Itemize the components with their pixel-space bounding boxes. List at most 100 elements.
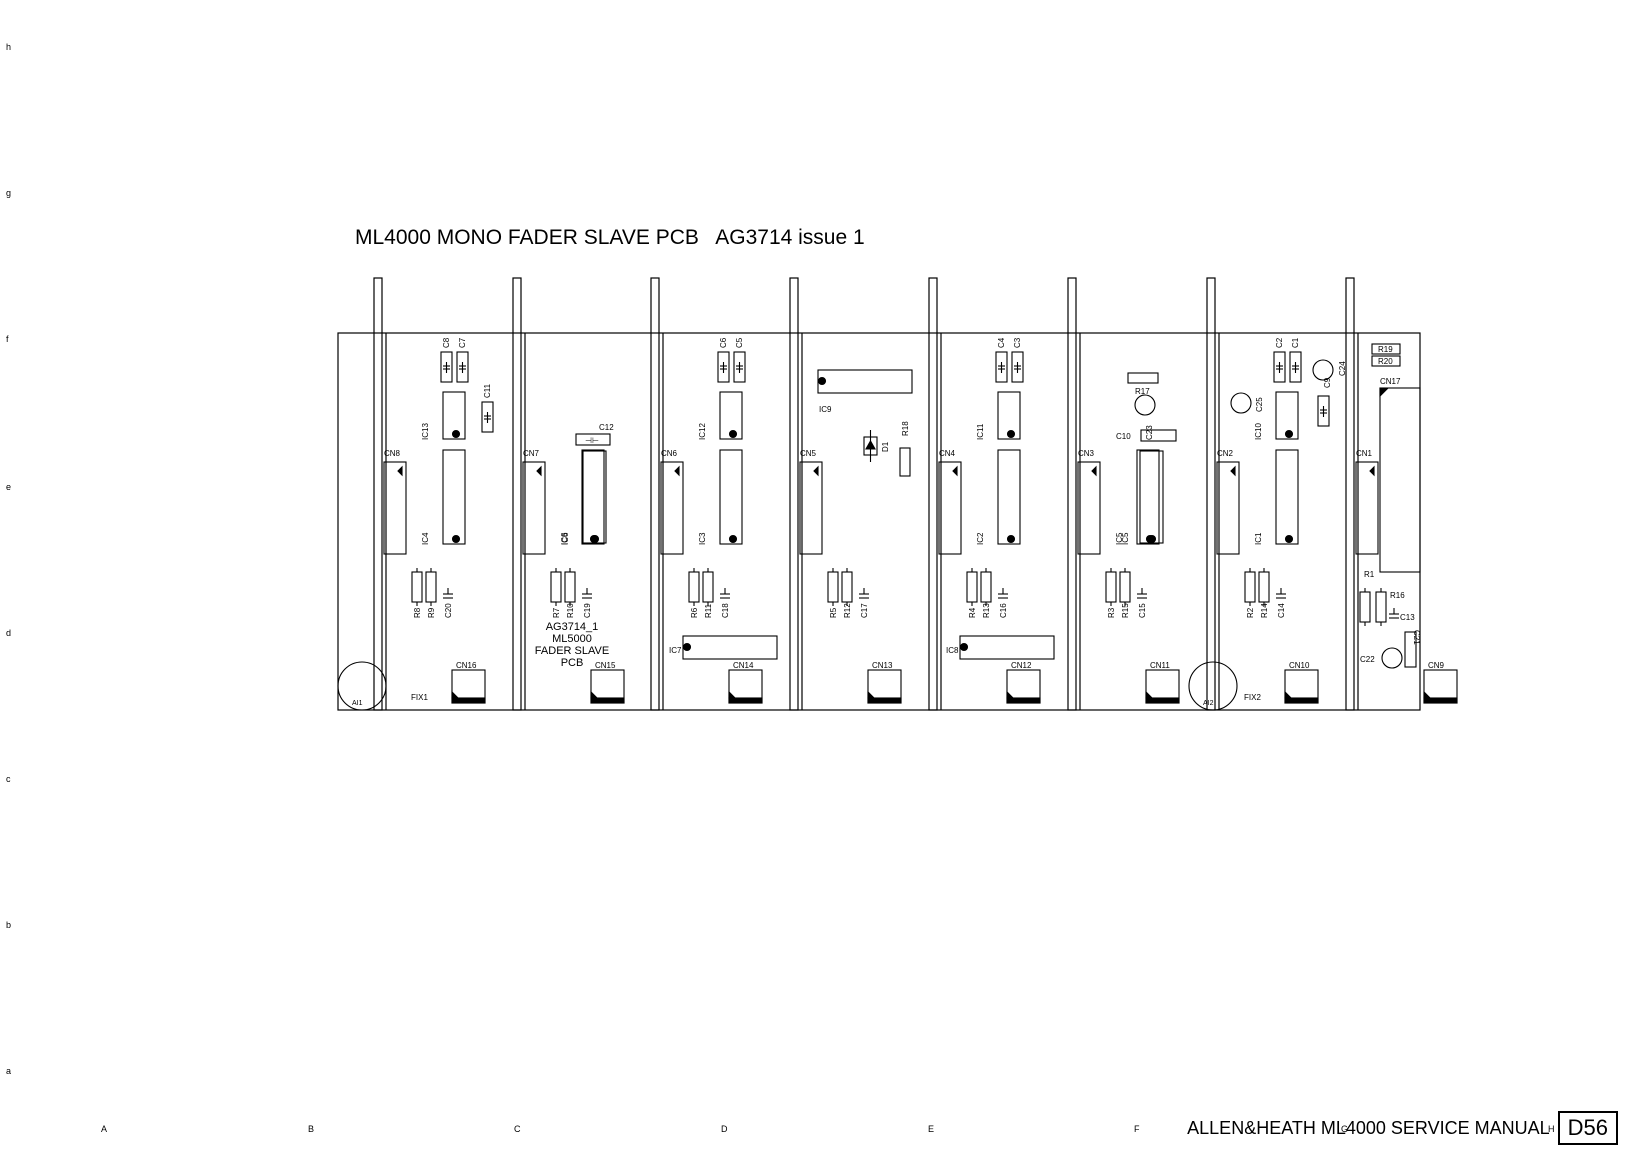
row-marker: d <box>6 628 11 638</box>
connector-label: CN13 <box>872 661 893 670</box>
fader-rail <box>650 277 660 711</box>
mounting-hole <box>337 661 387 711</box>
connector-label: CN15 <box>595 661 616 670</box>
manual-title: ALLEN&HEATH ML4000 SERVICE MANUAL <box>1187 1117 1550 1138</box>
ic-chip-large <box>1136 449 1160 545</box>
component-label: C7 <box>458 337 467 348</box>
side-connector <box>938 461 962 555</box>
component-label: AI2 <box>1203 700 1214 707</box>
resistor <box>550 571 562 603</box>
connector-label: CN4 <box>939 449 956 458</box>
resistor <box>980 571 992 603</box>
connector-edge <box>1006 697 1041 704</box>
component-label: IC3 <box>698 532 707 545</box>
capacitor <box>440 351 453 383</box>
capacitor <box>575 433 611 446</box>
resistor <box>1375 591 1387 623</box>
connector-label: CN11 <box>1150 661 1170 670</box>
capacitor <box>1289 351 1302 383</box>
component-label: R18 <box>901 421 910 436</box>
fader-rail <box>928 277 938 711</box>
component-label: R3 <box>1107 607 1116 618</box>
drawing-title: ML4000 MONO FADER SLAVE PCB AG3714 issue… <box>355 226 865 249</box>
ic-chip-large <box>1139 450 1164 544</box>
connector-label: CN9 <box>1428 661 1445 670</box>
connector-label: CN17 <box>1380 377 1401 386</box>
row-marker: c <box>6 774 11 784</box>
capacitor <box>1011 351 1024 383</box>
pin1-dot <box>1006 534 1016 544</box>
resistor <box>1371 355 1401 367</box>
page-number: D56 <box>1557 1111 1618 1145</box>
component-label: C25 <box>1255 397 1264 412</box>
column-marker: F <box>1134 1124 1140 1134</box>
component-label: C1 <box>1291 337 1300 348</box>
component-label: IC8 <box>946 646 959 655</box>
capacitor <box>717 351 730 383</box>
component-label: C19 <box>583 603 592 618</box>
component-label: C16 <box>999 603 1008 618</box>
capacitor <box>995 351 1008 383</box>
side-connector <box>383 461 407 555</box>
component-label: C21 <box>1412 630 1421 645</box>
pin1-dot <box>682 642 692 652</box>
pin1-marker <box>674 465 680 477</box>
column-marker: B <box>308 1124 314 1134</box>
component-label: C4 <box>997 337 1006 348</box>
column-marker: D <box>721 1124 728 1134</box>
connector-edge <box>1423 697 1458 704</box>
component-label: AI1 <box>352 700 363 707</box>
component-label: R4 <box>968 607 977 618</box>
column-marker: C <box>514 1124 521 1134</box>
connector-label: CN12 <box>1011 661 1032 670</box>
connector-block <box>1379 387 1421 573</box>
component-label: D1 <box>881 441 890 452</box>
component-label: C20 <box>444 603 453 618</box>
fader-rail <box>1067 277 1077 711</box>
row-marker: g <box>6 188 11 198</box>
fader-rail <box>789 277 799 711</box>
pin1-marker <box>1006 690 1015 699</box>
resistor <box>702 571 714 603</box>
pin1-marker <box>728 690 737 699</box>
component-label: IC5 <box>1121 532 1130 545</box>
resistor <box>425 571 437 603</box>
component-label: C5 <box>735 337 744 348</box>
column-marker: A <box>101 1124 107 1134</box>
component-label: R14 <box>1260 603 1269 618</box>
component-label: IC7 <box>669 646 682 655</box>
component-label: C18 <box>721 603 730 618</box>
capacitor <box>1140 429 1177 442</box>
resistor <box>411 571 423 603</box>
resistor <box>1258 571 1270 603</box>
resistor <box>1359 591 1371 623</box>
pin1-dot <box>451 534 461 544</box>
component-label: C11 <box>483 383 492 398</box>
component-label: R16 <box>1390 591 1405 600</box>
mounting-hole <box>1188 661 1238 711</box>
ic-chip-large <box>1275 449 1299 545</box>
capacitor-symbol: ⊣⊢ <box>585 436 599 445</box>
component-label: IC6 <box>560 532 569 545</box>
pcb-outline <box>337 332 1421 711</box>
pin1-dot <box>728 429 738 439</box>
connector-edge <box>1145 697 1180 704</box>
connector-label: CN16 <box>456 661 477 670</box>
ic-chip-long <box>817 369 913 394</box>
pin1-dot <box>959 642 969 652</box>
resistor <box>899 447 911 477</box>
resistor <box>841 571 853 603</box>
board-marking-line: ML5000 <box>552 633 592 645</box>
connector-label: CN10 <box>1289 661 1310 670</box>
component-label: R5 <box>829 607 838 618</box>
capacitor <box>1404 631 1417 668</box>
ic-chip-small <box>1275 391 1299 440</box>
component-label: IC9 <box>819 405 832 414</box>
board-marking-line: FADER SLAVE <box>535 645 609 657</box>
ic-chip-large <box>442 449 466 545</box>
connector-label: CN5 <box>800 449 817 458</box>
connector-label: CN6 <box>661 449 678 458</box>
side-connector <box>522 461 546 555</box>
component-label: C2 <box>1275 337 1284 348</box>
electrolytic-capacitor <box>1134 394 1156 416</box>
